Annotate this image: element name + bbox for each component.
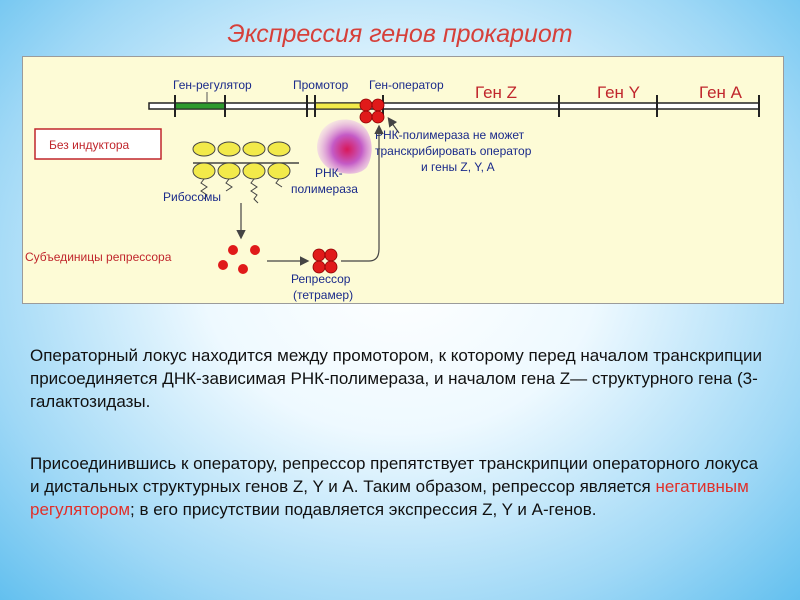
ribosomes-label: Рибосомы [163,190,221,204]
repressor-label-line2: (тетрамер) [293,288,353,302]
note-line-2: транскрибировать оператор [375,144,532,158]
bound-repressor [359,98,385,124]
dna-strand [148,95,760,117]
slide-title: Экспрессия генов прокариот [227,20,573,48]
note-line-1: РНК-полимераза не может [375,128,525,142]
negative-regulator-highlight: негативным регулятором [30,477,749,519]
paragraph-operator-locus: Операторный локус находится между промот… [30,346,763,411]
gene-y-label: Ген Y [597,83,640,102]
paragraph-repressor: Присоединившись к оператору, репрессор п… [30,452,765,521]
promoter-label: Промотор [293,78,349,92]
operon-diagram-svg: Ген-регулятор Промотор Ген-оператор Ген … [25,78,760,302]
operator-gene-label: Ген-оператор [369,78,444,92]
rna-polymerase-blob [317,119,372,174]
paragraph-repressor-after: ; в его присутствии подавляется экспресс… [130,500,597,519]
ribosomes [192,141,291,204]
repressor-label-line1: Репрессор [291,272,351,286]
rna-polymerase-label-line1: РНК- [315,166,343,180]
rna-polymerase-label-line2: полимераза [291,182,358,196]
paragraph-repressor-before: Присоединившись к оператору, репрессор п… [30,454,759,496]
gene-a-label: Ген A [699,83,743,102]
no-inducer-label: Без индуктора [49,138,130,152]
regulator-gene-label: Ген-регулятор [173,78,252,92]
operon-diagram: Ген-регулятор Промотор Ген-оператор Ген … [22,56,784,304]
note-line-3: и гены Z, Y, A [421,160,495,174]
promoter-segment [314,102,362,110]
repressor-subunits [218,245,260,274]
regulator-gene-segment [174,102,226,110]
repressor-subunits-label: Субъединицы репрессора [25,250,172,264]
no-inducer-box [34,128,162,160]
repressor-tetramer [312,248,338,274]
gene-z-label: Ген Z [475,83,517,102]
